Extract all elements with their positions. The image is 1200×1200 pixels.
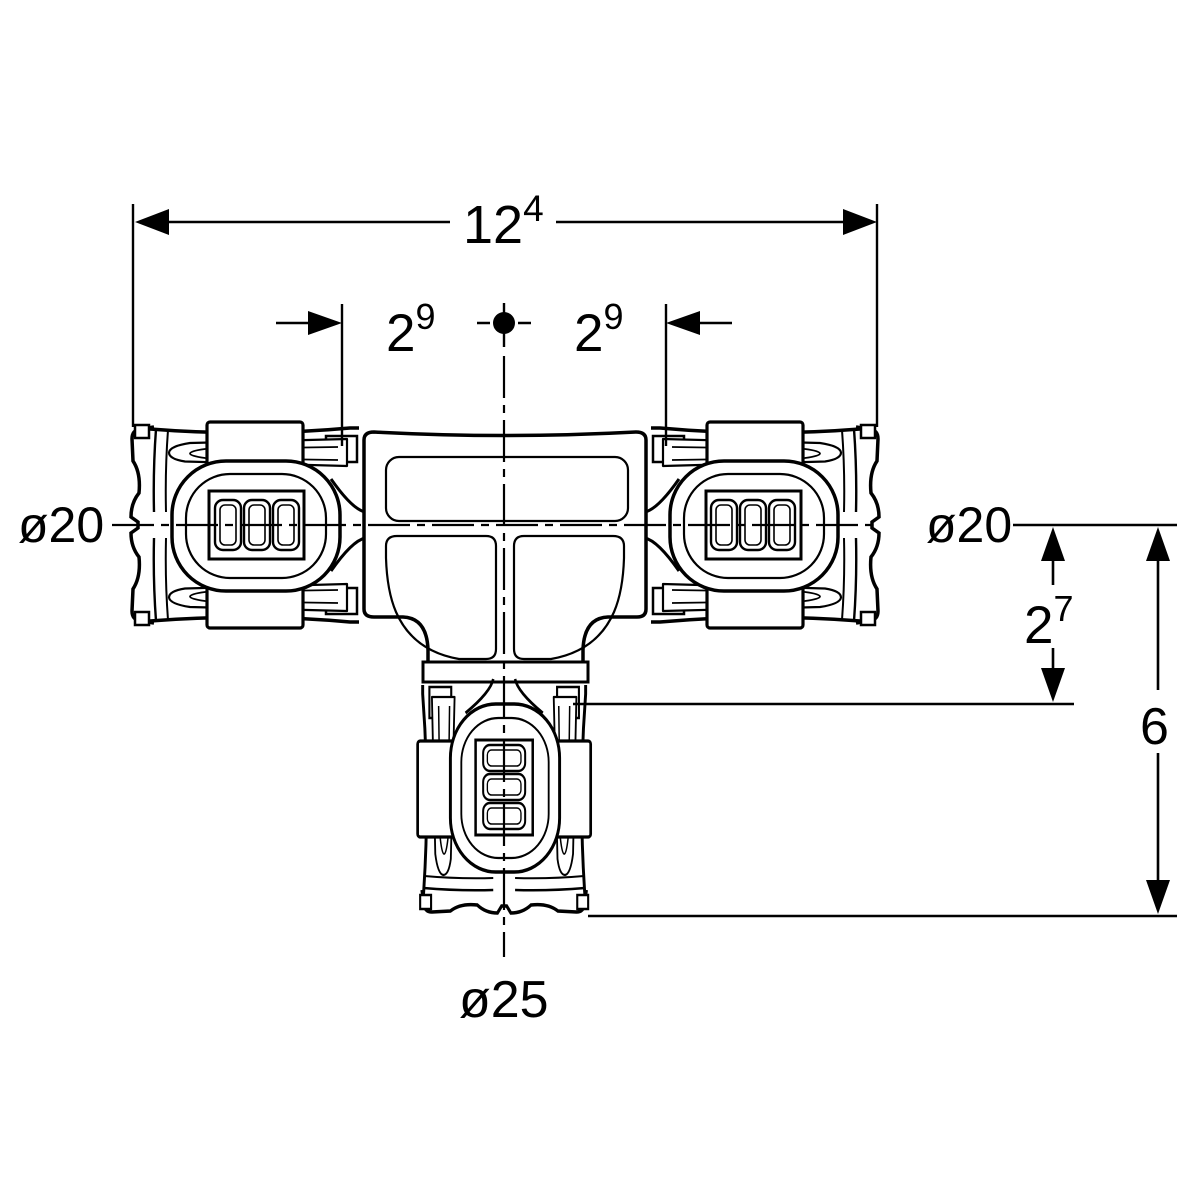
label-diameter-left: ø20 xyxy=(18,497,104,553)
body-lower-left-panel xyxy=(384,534,498,661)
arrowhead-up-27 xyxy=(1041,527,1065,561)
label-offset-right: 29 xyxy=(574,296,624,363)
arrowhead-left-offset xyxy=(308,311,342,335)
dim-offset-left: 29 xyxy=(276,296,436,446)
arrowhead-left xyxy=(135,209,169,235)
body-lower-right-panel xyxy=(512,534,626,661)
arrowhead-up-6 xyxy=(1146,527,1170,561)
label-overall-width: 124 xyxy=(463,188,544,255)
branch-flange xyxy=(421,660,590,684)
dim-overall-width: 124 xyxy=(131,188,879,427)
dim-height-center-to-flange: 27 xyxy=(1024,527,1074,702)
arrowhead-right xyxy=(843,209,877,235)
label-diameter-branch: ø25 xyxy=(459,971,549,1029)
dim-offset-right: 29 xyxy=(574,296,732,446)
label-offset-left: 29 xyxy=(386,296,436,363)
label-diameter-right: ø20 xyxy=(926,497,1012,553)
label-height-total: 6 xyxy=(1140,698,1169,756)
arrowhead-right-offset xyxy=(666,311,700,335)
arrowhead-down-6 xyxy=(1146,880,1170,914)
dim-height-total: 6 xyxy=(1140,527,1170,914)
body-top-panel xyxy=(384,455,630,523)
center-point-marker xyxy=(477,303,531,347)
label-height-center-to-flange: 27 xyxy=(1024,588,1074,655)
arrowhead-down-27 xyxy=(1041,668,1065,702)
